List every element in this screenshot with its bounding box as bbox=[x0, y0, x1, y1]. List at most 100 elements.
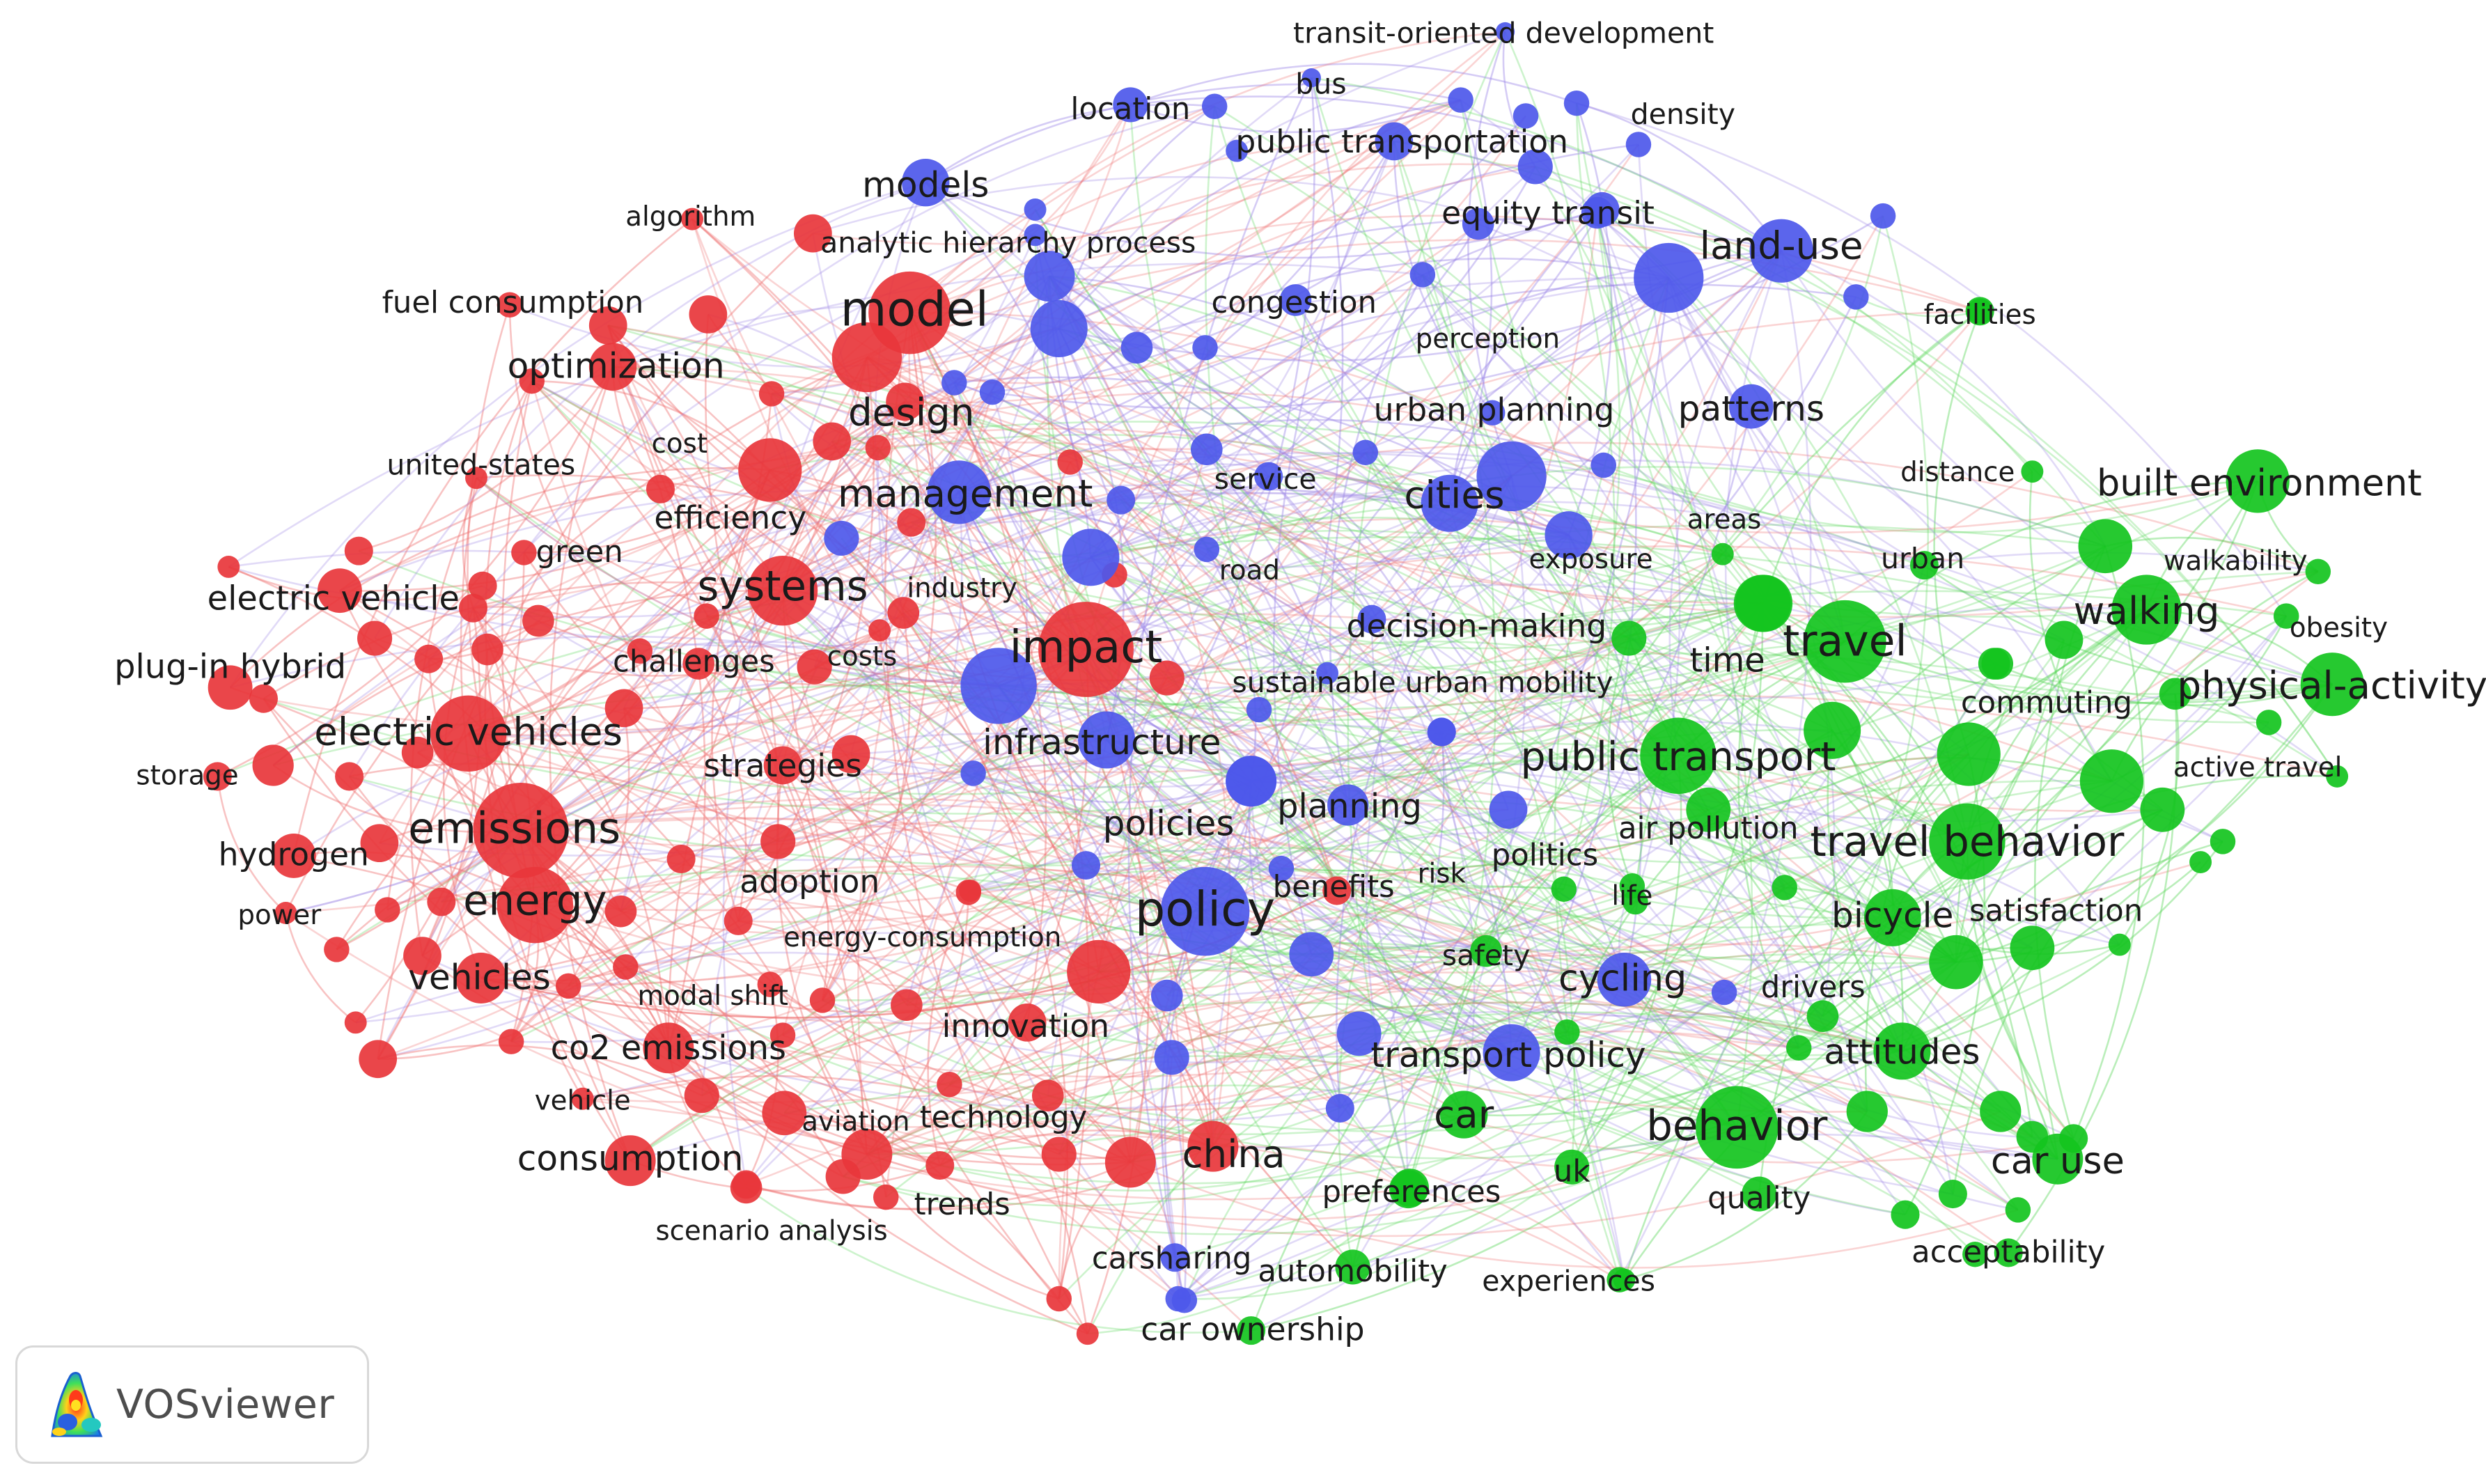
label-cost[interactable]: cost bbox=[652, 428, 708, 460]
node-density[interactable] bbox=[1625, 132, 1652, 157]
node-plug-in-hybrid[interactable] bbox=[208, 665, 253, 710]
node-quality[interactable] bbox=[1742, 1176, 1777, 1212]
network-node[interactable] bbox=[522, 604, 554, 637]
network-node[interactable] bbox=[1843, 284, 1869, 310]
node-road[interactable] bbox=[1194, 536, 1220, 563]
label-impact[interactable]: impact bbox=[1010, 622, 1163, 673]
label-united-states[interactable]: united-states bbox=[386, 448, 575, 482]
label-vehicle[interactable]: vehicle bbox=[535, 1086, 631, 1117]
label-systems[interactable]: systems bbox=[697, 562, 868, 610]
label-management[interactable]: management bbox=[838, 471, 1093, 515]
network-node[interactable] bbox=[1191, 433, 1223, 466]
label-land-use[interactable]: land-use bbox=[1700, 224, 1863, 268]
network-node[interactable] bbox=[1735, 575, 1793, 632]
network-node[interactable] bbox=[1336, 1011, 1382, 1056]
node-cost[interactable] bbox=[646, 474, 675, 503]
node-impact[interactable] bbox=[1038, 602, 1134, 697]
label-costs[interactable]: costs bbox=[827, 641, 898, 672]
node-urban-planning[interactable] bbox=[1479, 400, 1506, 426]
network-node[interactable] bbox=[824, 520, 859, 556]
network-node[interactable] bbox=[831, 735, 870, 774]
label-co2-emissions[interactable]: co2 emissions bbox=[551, 1029, 786, 1068]
node-policy[interactable] bbox=[1160, 866, 1250, 956]
label-challenges[interactable]: challenges bbox=[613, 644, 775, 679]
label-public-transport[interactable]: public transport bbox=[1520, 734, 1836, 780]
node-algorithm[interactable] bbox=[681, 208, 704, 231]
network-node[interactable] bbox=[1623, 889, 1648, 915]
node-car[interactable] bbox=[1439, 1091, 1488, 1139]
network-node[interactable] bbox=[604, 895, 637, 928]
node-co2-emissions[interactable] bbox=[643, 1022, 694, 1074]
node-transport-policy[interactable] bbox=[1483, 1024, 1540, 1081]
label-cycling[interactable]: cycling bbox=[1558, 958, 1687, 1000]
network-node[interactable] bbox=[2016, 1120, 2049, 1153]
network-node[interactable] bbox=[2210, 829, 2236, 854]
network-node[interactable] bbox=[887, 597, 920, 629]
node-automobility[interactable] bbox=[1335, 1249, 1370, 1285]
network-node[interactable] bbox=[1041, 1137, 1077, 1172]
network-node[interactable] bbox=[1634, 242, 1704, 313]
network-node[interactable] bbox=[1613, 1268, 1636, 1291]
label-walking[interactable]: walking bbox=[2074, 588, 2220, 633]
label-automobility[interactable]: automobility bbox=[1258, 1254, 1447, 1289]
label-benefits[interactable]: benefits bbox=[1273, 870, 1395, 905]
network-node[interactable] bbox=[689, 295, 728, 334]
label-strategies[interactable]: strategies bbox=[703, 747, 862, 784]
network-node[interactable] bbox=[2079, 749, 2143, 813]
node-politics[interactable] bbox=[1489, 790, 1528, 829]
network-node[interactable] bbox=[865, 435, 891, 461]
node-model[interactable] bbox=[868, 271, 951, 354]
label-consumption[interactable]: consumption bbox=[517, 1137, 744, 1178]
network-node[interactable] bbox=[324, 937, 350, 962]
label-perception[interactable]: perception bbox=[1416, 323, 1561, 354]
label-plug-in-hybrid[interactable]: plug-in hybrid bbox=[114, 648, 346, 687]
label-travel-behavior[interactable]: travel behavior bbox=[1810, 818, 2125, 866]
node-technology[interactable] bbox=[1032, 1079, 1064, 1111]
network-node[interactable] bbox=[684, 1078, 719, 1114]
node-vehicle[interactable] bbox=[571, 1087, 594, 1110]
label-built-environment[interactable]: built environment bbox=[2097, 462, 2422, 504]
node-public-transportation[interactable] bbox=[1375, 122, 1414, 161]
label-sustainable-urban-mobility[interactable]: sustainable urban mobility bbox=[1232, 666, 1613, 699]
network-node[interactable] bbox=[1192, 335, 1218, 361]
network-node[interactable] bbox=[249, 684, 279, 713]
network-node[interactable] bbox=[1030, 299, 1088, 357]
label-china[interactable]: china bbox=[1182, 1132, 1285, 1176]
node-hydrogen[interactable] bbox=[271, 834, 316, 878]
node-land-use[interactable] bbox=[1749, 219, 1813, 283]
label-analytic-hierarchy-process[interactable]: analytic hierarchy process bbox=[820, 226, 1196, 260]
node-systems[interactable] bbox=[747, 556, 818, 626]
network-node[interactable] bbox=[2059, 1124, 2088, 1153]
network-node[interactable] bbox=[1517, 149, 1553, 185]
label-patterns[interactable]: patterns bbox=[1678, 388, 1824, 429]
network-node[interactable] bbox=[1980, 1091, 2022, 1132]
node-service[interactable] bbox=[1254, 462, 1283, 491]
network-node[interactable] bbox=[941, 370, 967, 396]
label-policy[interactable]: policy bbox=[1135, 882, 1275, 937]
node-travel[interactable] bbox=[1804, 600, 1886, 683]
node-electric-vehicle[interactable] bbox=[318, 568, 362, 614]
label-efficiency[interactable]: efficiency bbox=[654, 499, 806, 536]
node-walkability[interactable] bbox=[2305, 559, 2331, 585]
label-industry[interactable]: industry bbox=[907, 572, 1017, 604]
node-modal-shift[interactable] bbox=[809, 987, 836, 1013]
label-behavior[interactable]: behavior bbox=[1646, 1102, 1828, 1150]
label-experiences[interactable]: experiences bbox=[1482, 1265, 1655, 1298]
network-node[interactable] bbox=[937, 1072, 962, 1098]
node-strategies[interactable] bbox=[763, 746, 802, 785]
network-node[interactable] bbox=[1846, 1091, 1888, 1132]
label-algorithm[interactable]: algorithm bbox=[625, 201, 756, 233]
network-node[interactable] bbox=[1551, 876, 1577, 903]
label-politics[interactable]: politics bbox=[1492, 838, 1598, 873]
network-node[interactable] bbox=[732, 1170, 761, 1199]
node-transit-oriented-development[interactable] bbox=[1495, 22, 1515, 42]
network-node[interactable] bbox=[825, 1159, 861, 1194]
label-transport-policy[interactable]: transport policy bbox=[1370, 1034, 1645, 1075]
network-node[interactable] bbox=[604, 689, 643, 728]
label-model[interactable]: model bbox=[841, 282, 989, 337]
network-node[interactable] bbox=[403, 937, 441, 975]
node-management[interactable] bbox=[927, 460, 991, 524]
label-location[interactable]: location bbox=[1070, 92, 1190, 127]
network-node[interactable] bbox=[886, 382, 924, 421]
network-node[interactable] bbox=[1929, 935, 1983, 990]
